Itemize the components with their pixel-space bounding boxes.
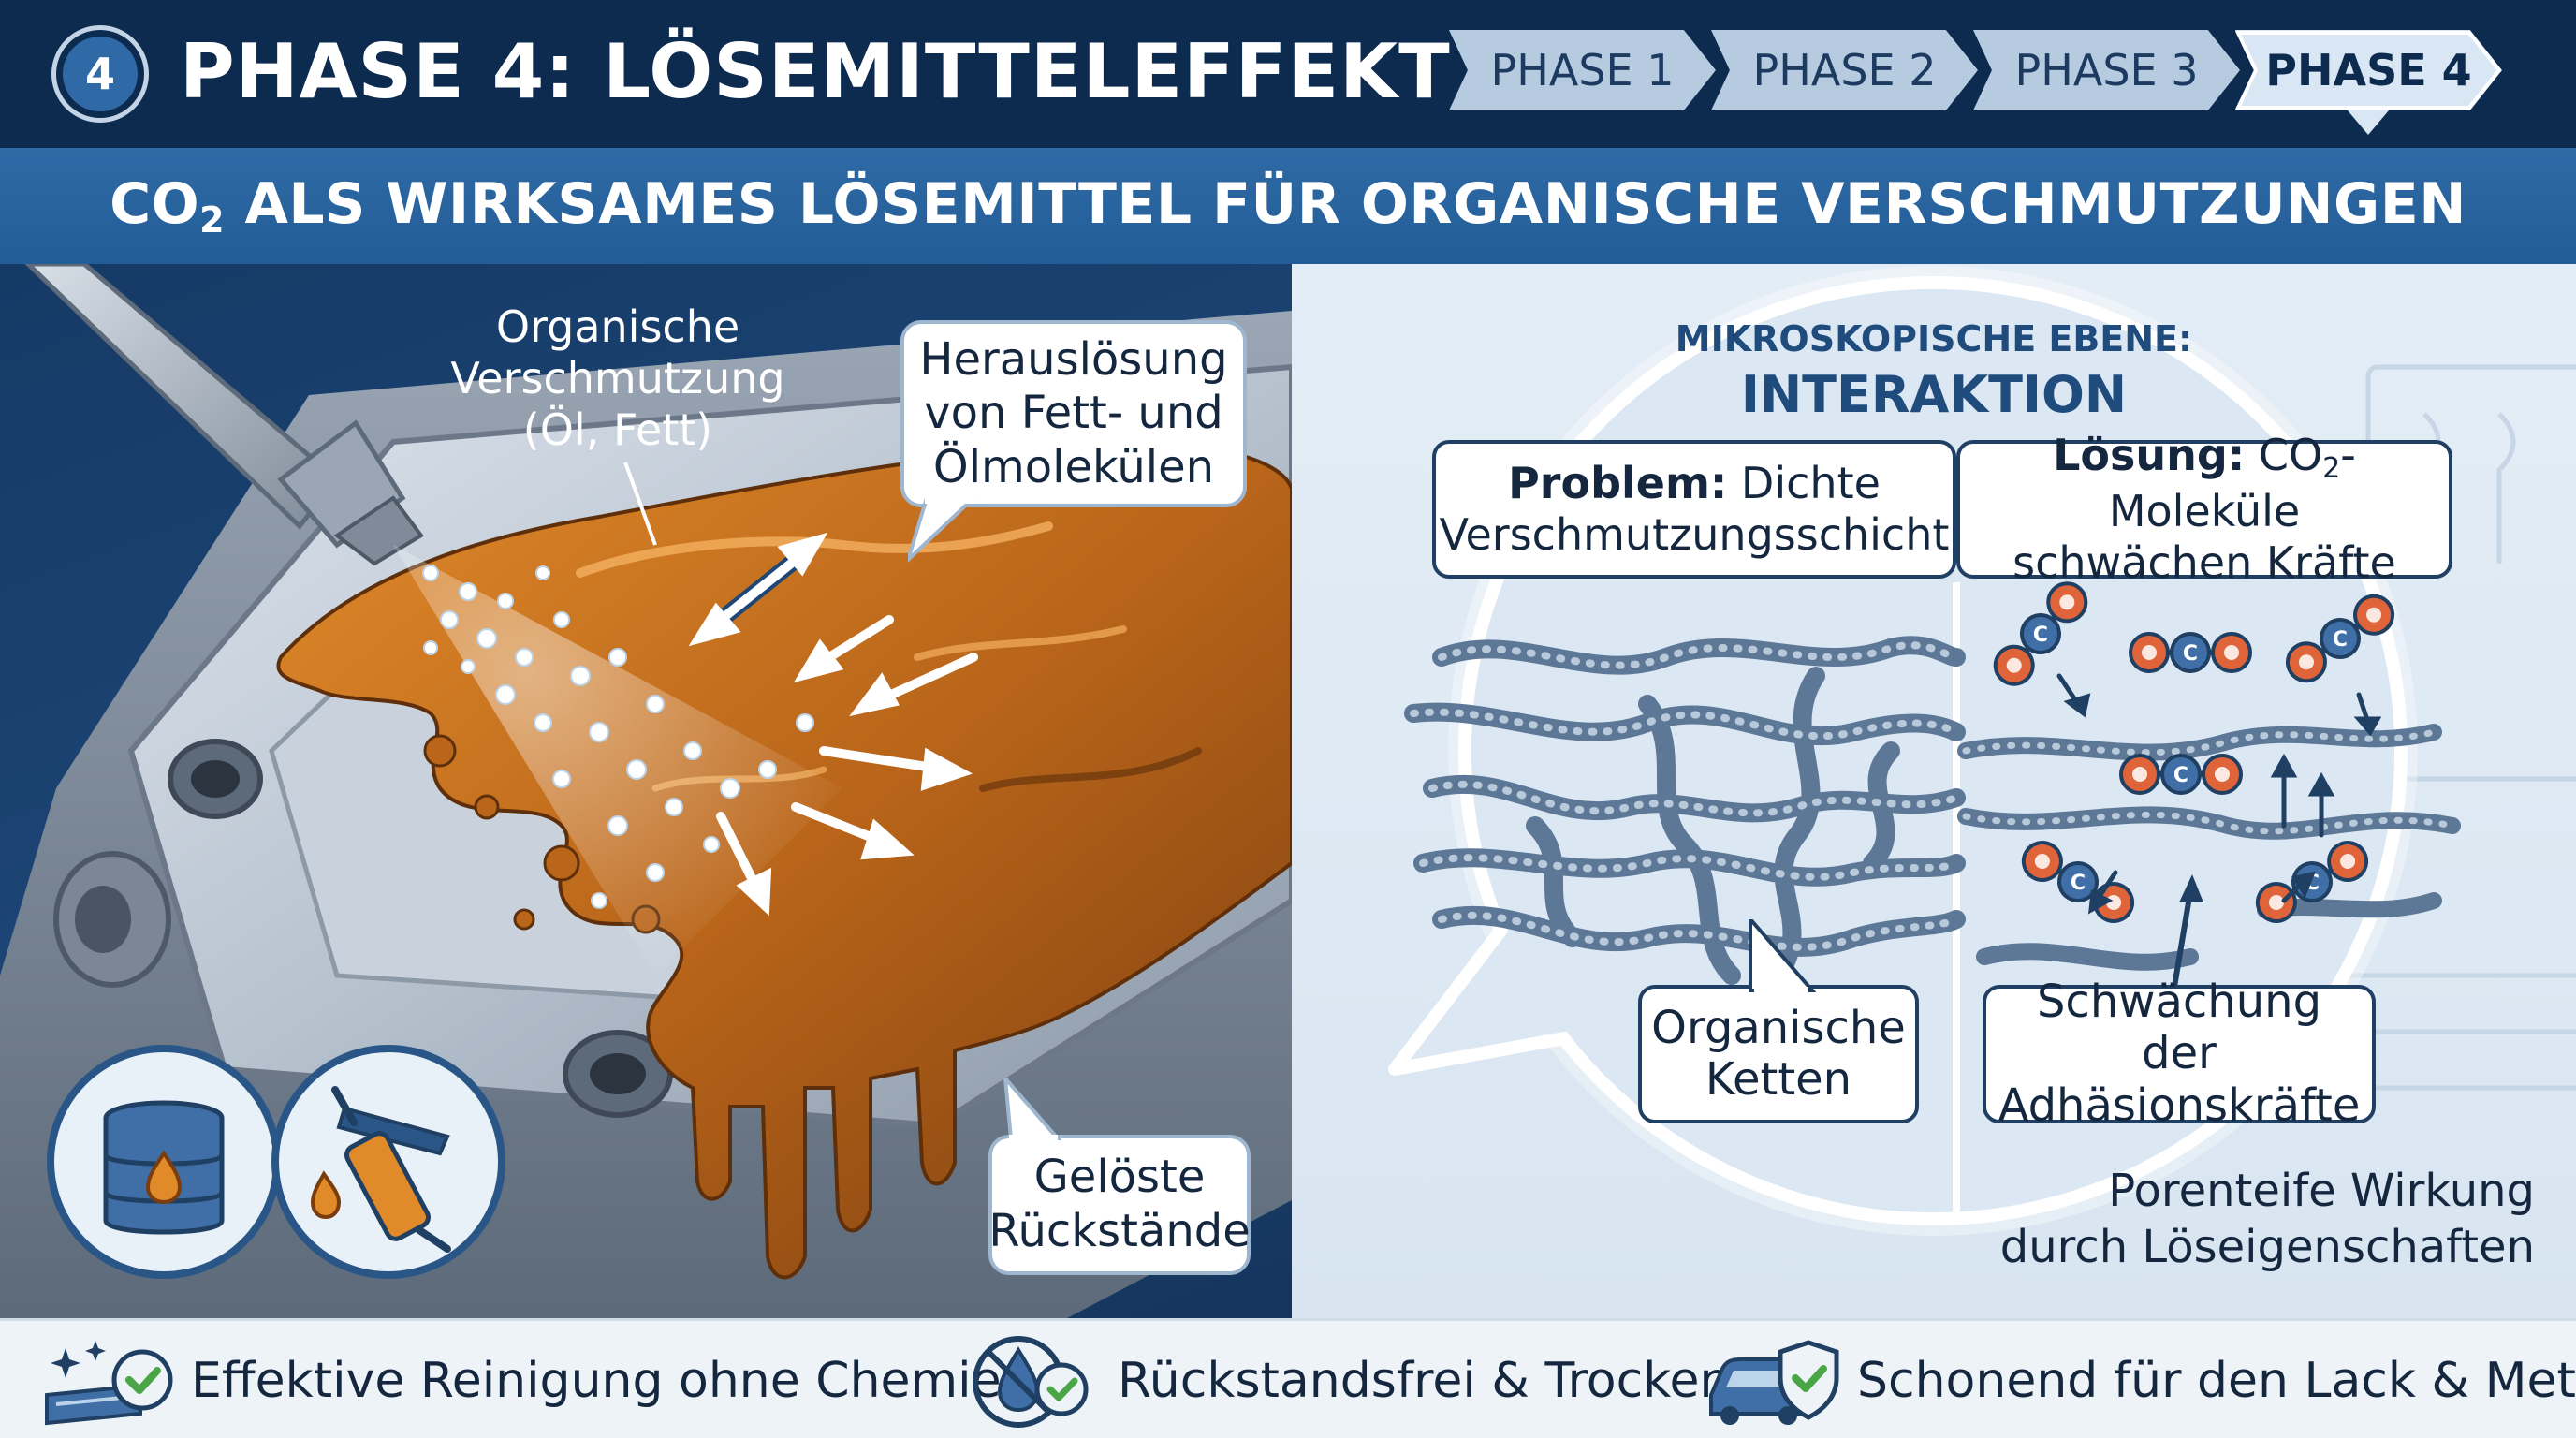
- header: 4 PHASE 4: LÖSEMITTELEFFEKT PHASE 1 PHAS…: [0, 0, 2576, 150]
- dissolve-arrows: [688, 532, 978, 917]
- oil-barrel-icon: [47, 1045, 281, 1279]
- carbon-atom: [2320, 618, 2361, 659]
- step-phase-4[interactable]: PHASE 4: [2235, 30, 2502, 110]
- phase-number-badge: 4: [51, 25, 149, 123]
- subtitle: CO2 ALS WIRKSAMES LÖSEMITTEL FÜR ORGANIS…: [110, 171, 2466, 241]
- step-phase-3[interactable]: PHASE 3: [1973, 30, 2240, 110]
- pore-depth-note: Porenteife Wirkung durch Löseigenschafte…: [1999, 1165, 2535, 1273]
- step-phase-2[interactable]: PHASE 2: [1711, 30, 1978, 110]
- co2-molecule: C: [1993, 581, 2088, 686]
- page-title: PHASE 4: LÖSEMITTELEFFEKT: [180, 28, 1451, 115]
- co2-molecules: C C C C C C: [1993, 581, 2395, 923]
- no-drop-check-icon: [973, 1336, 1089, 1428]
- carbon-atom: [2170, 632, 2211, 673]
- carbon-atom-label: C: [2183, 642, 2198, 666]
- dissolve-callout: Herauslösung von Fett- und Ölmolekülen: [900, 320, 1247, 507]
- active-step-outline: [2235, 31, 2502, 110]
- micro-title-line1: MIKROSKOPISCHE EBENE:: [1675, 318, 2193, 360]
- organic-dirt-label: Organische Verschmutzung (Öl, Fett): [450, 301, 785, 456]
- subtitle-bar: CO2 ALS WIRKSAMES LÖSEMITTEL FÜR ORGANIS…: [0, 148, 2576, 264]
- carbon-atom-label: C: [2071, 872, 2086, 895]
- co2-molecule: C: [2255, 841, 2369, 923]
- feature-residue-free: Rückstandsfrei & Trocken: [964, 1321, 1730, 1438]
- co2-molecule: C: [2285, 594, 2395, 683]
- dissolve-callout-tail: [908, 498, 976, 563]
- residue-callout: Gelöste Rückstände: [988, 1135, 1251, 1275]
- co2-molecule: C: [2129, 632, 2252, 673]
- nozzle: [24, 264, 424, 566]
- carbon-atom-label: C: [2033, 624, 2048, 647]
- carbon-atom-label: C: [2333, 628, 2348, 652]
- feature-footer: Effektive Reinigung ohne Chemie Rückstan…: [0, 1318, 2576, 1438]
- problem-box: Problem: Dichte Verschmutzungsschicht: [1432, 440, 1956, 579]
- chains-callout-tail: [1749, 919, 1816, 994]
- right-microscopic-panel: C C C C C C MIKROSKOPISCHE EBENE: INTERAKTION…: [1292, 264, 2576, 1318]
- feature-label-1: Effektive Reinigung ohne Chemie: [191, 1353, 1002, 1409]
- sparkle-surface-check-icon: [45, 1341, 173, 1426]
- feature-label-2: Rückstandsfrei & Trocken: [1118, 1353, 1731, 1409]
- active-step-pointer: [2348, 110, 2389, 135]
- residue-callout-tail: [1003, 1078, 1061, 1142]
- car-shield-check-icon: [1709, 1340, 1839, 1425]
- step-phase-1[interactable]: PHASE 1: [1449, 30, 1716, 110]
- solution-box: Lösung: CO2-Moleküle schwächen Kräfte: [1956, 430, 2452, 588]
- feature-effective-cleaning: Effektive Reinigung ohne Chemie: [37, 1321, 1002, 1438]
- chains-callout: Organische Ketten: [1638, 985, 1919, 1123]
- feature-label-3: Schonend für den Lack & Metall: [1857, 1353, 2576, 1409]
- micro-title-line2: INTERAKTION: [1740, 365, 2128, 424]
- grease-gun-icon: [271, 1045, 505, 1279]
- left-illustration-panel: Organische Verschmutzung (Öl, Fett) Hera…: [0, 264, 1292, 1318]
- carbon-atom: [2020, 613, 2061, 654]
- carbon-atom-label: C: [2174, 764, 2188, 787]
- co2-molecule: C: [2119, 754, 2243, 795]
- co2-spray-particles: [422, 565, 814, 909]
- carbon-atom: [2160, 754, 2202, 795]
- adhesion-callout: Schwächung der Adhäsionskräfte: [1983, 976, 2376, 1131]
- phase-number: 4: [63, 37, 138, 111]
- feature-gentle: Schonend für den Lack & Metall: [1704, 1321, 2576, 1438]
